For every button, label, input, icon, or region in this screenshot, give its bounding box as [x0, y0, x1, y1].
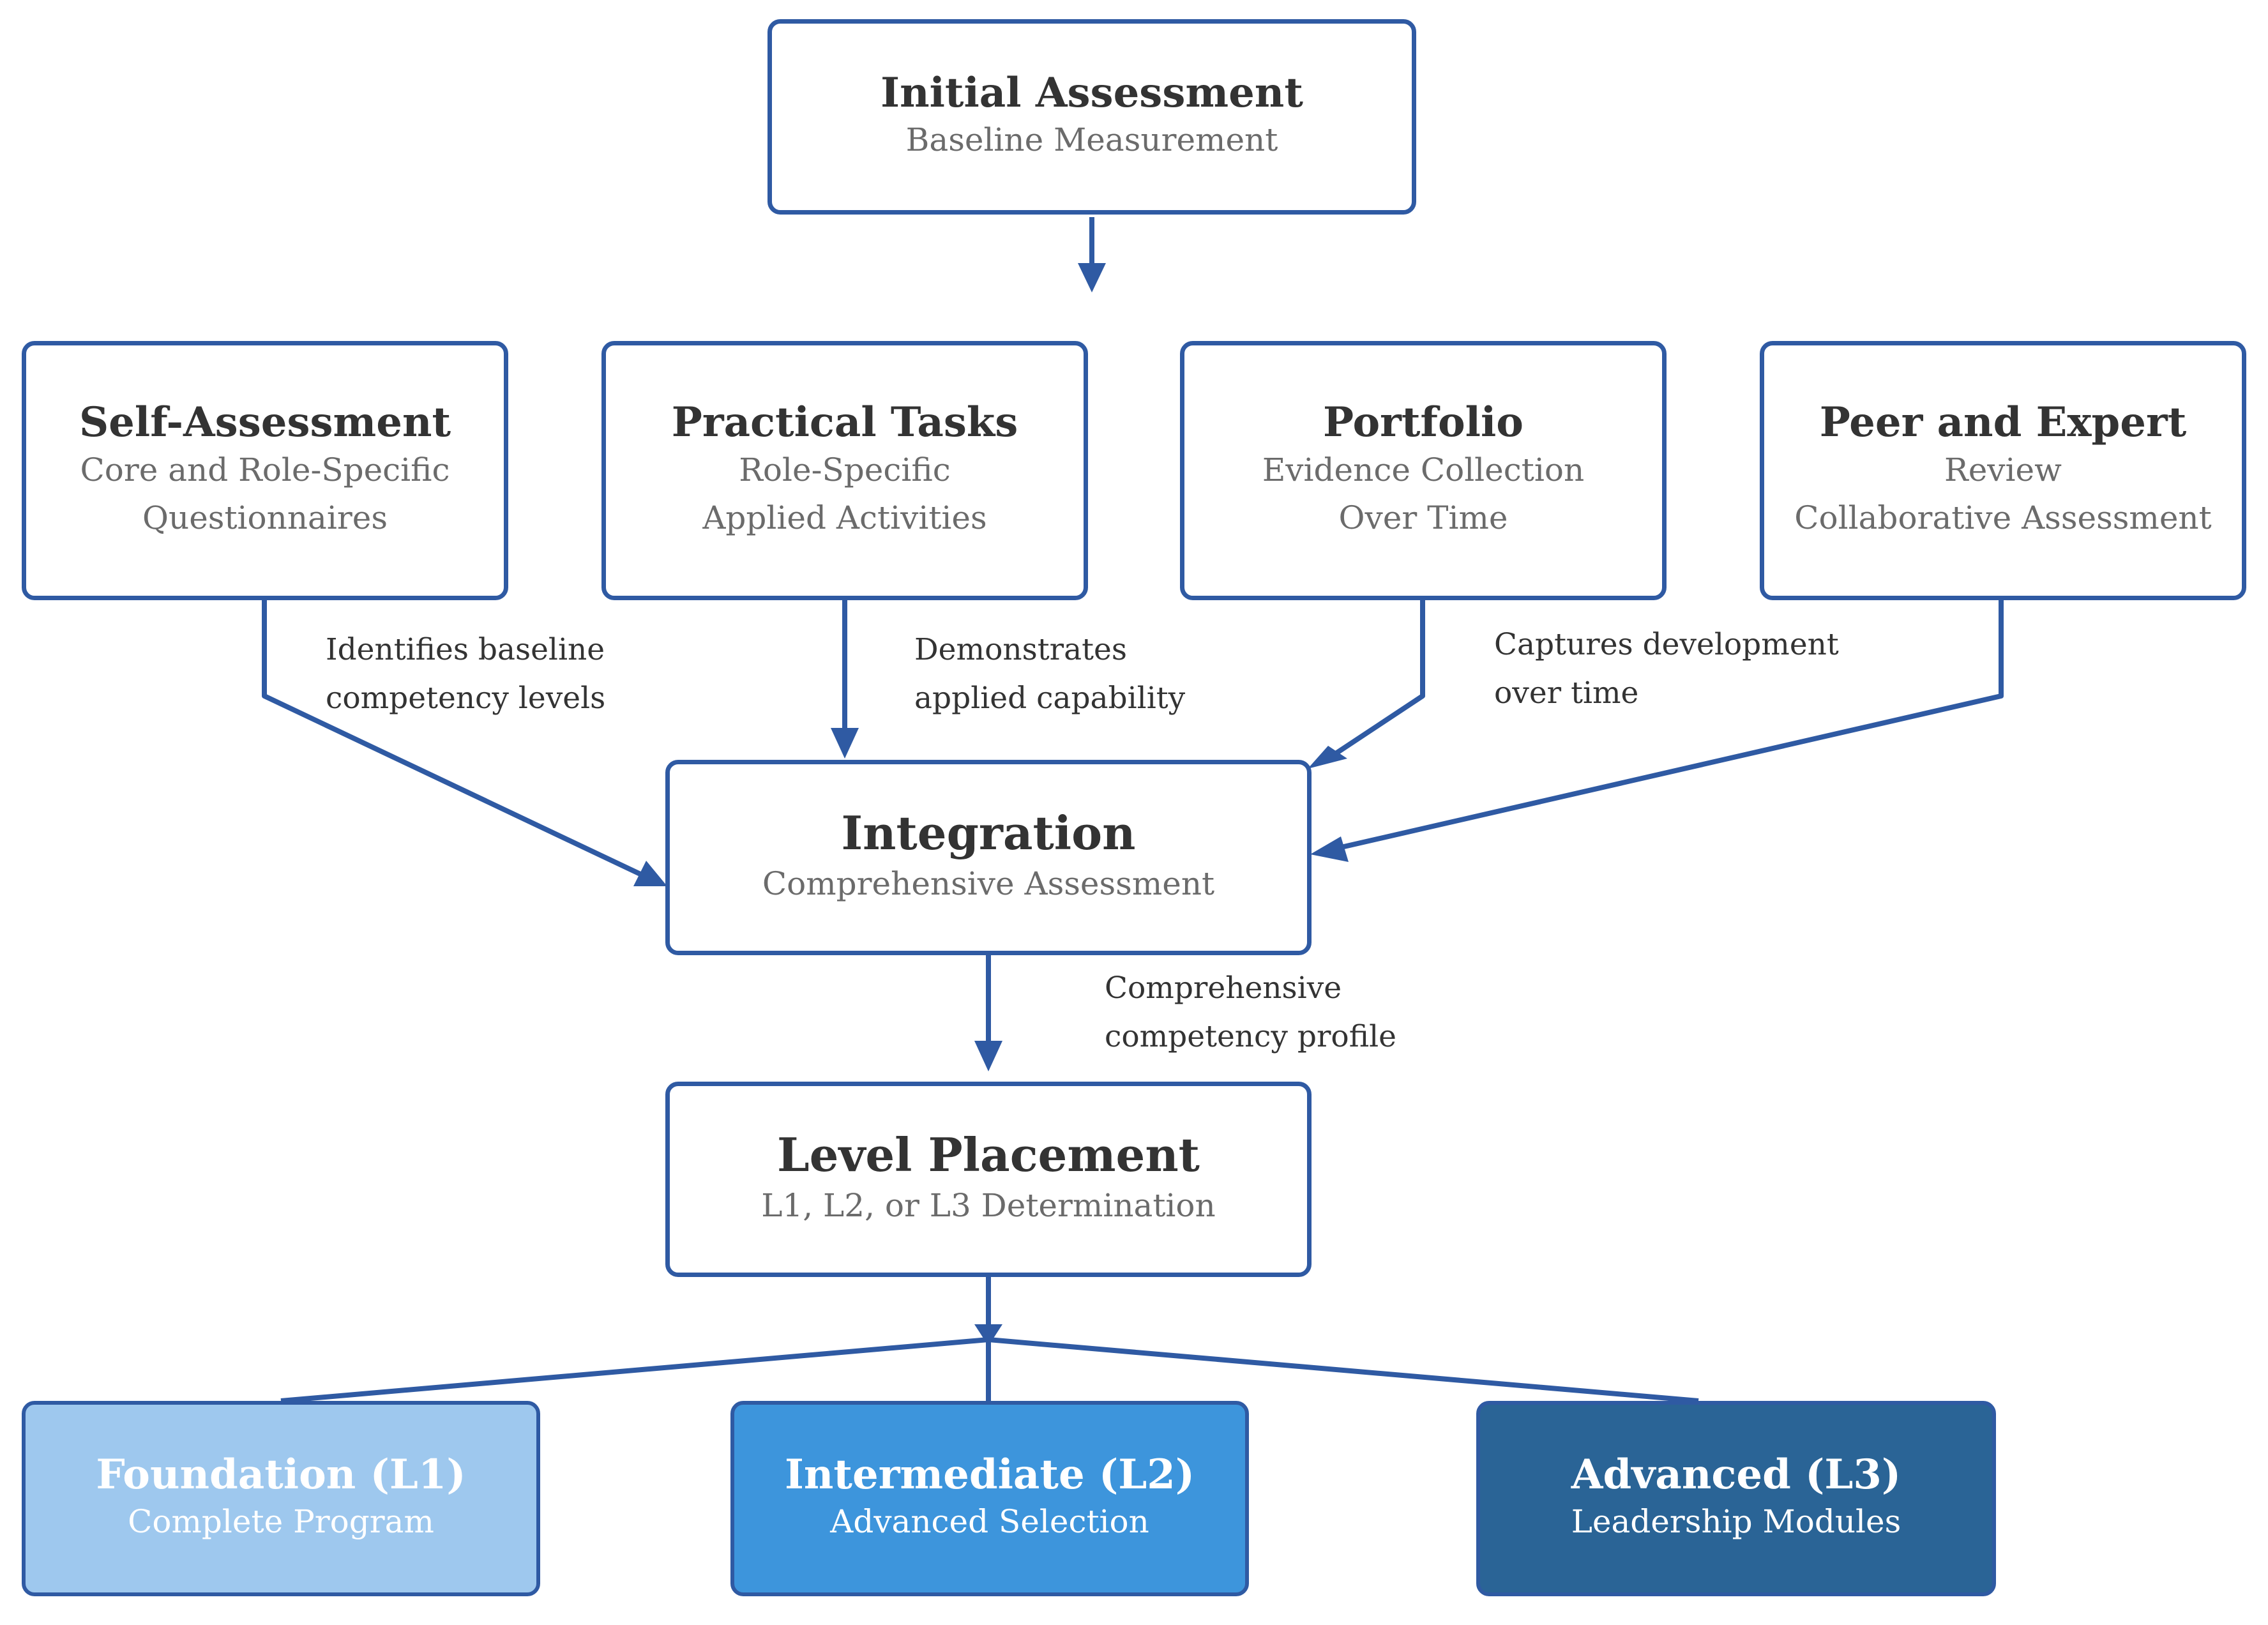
edge-self-to-integration: [262, 600, 643, 877]
node-title: Foundation (L1): [96, 1450, 466, 1499]
edge-split-to-l3: [988, 1337, 1699, 1403]
node-subtitle: Complete Program: [128, 1503, 434, 1541]
node-level-placement: Level Placement L1, L2, or L3 Determinat…: [665, 1082, 1312, 1277]
edge-peer-to-integration: [1338, 600, 2004, 850]
node-initial-assessment: Initial Assessment Baseline Measurement: [767, 19, 1416, 215]
node-foundation-l1: Foundation (L1) Complete Program: [22, 1401, 540, 1596]
node-subtitle: Comprehensive Assessment: [762, 865, 1215, 902]
node-integration: Integration Comprehensive Assessment: [665, 760, 1312, 955]
node-title: Portfolio: [1323, 398, 1523, 447]
arrowhead-placement: [974, 1324, 1002, 1346]
arrowhead-self: [633, 861, 667, 886]
node-title: Advanced (L3): [1571, 1450, 1901, 1499]
arrowhead-initial: [1078, 263, 1106, 292]
arrowhead-integration: [974, 1041, 1002, 1071]
node-subtitle: Core and Role-Specific Questionnaires: [80, 451, 450, 536]
node-self-assessment: Self-Assessment Core and Role-Specific Q…: [22, 341, 508, 600]
node-peer-and-expert: Peer and Expert Review Collaborative Ass…: [1760, 341, 2246, 600]
edge-label-practical-to-integration: Demonstrates applied capability: [914, 632, 1186, 716]
node-subtitle: L1, L2, or L3 Determination: [761, 1186, 1216, 1224]
node-subtitle: Review Collaborative Assessment: [1794, 451, 2212, 536]
node-subtitle: Evidence Collection Over Time: [1262, 451, 1585, 536]
arrowhead-peer: [1310, 836, 1349, 862]
node-subtitle: Role-Specific Applied Activities: [702, 451, 987, 536]
node-advanced-l3: Advanced (L3) Leadership Modules: [1476, 1401, 1996, 1596]
node-title: Initial Assessment: [881, 68, 1303, 117]
node-practical-tasks: Practical Tasks Role-Specific Applied Ac…: [601, 341, 1088, 600]
edge-label-portfolio-to-integration: Captures development over time: [1494, 627, 1839, 711]
node-title: Level Placement: [777, 1128, 1200, 1183]
node-subtitle: Baseline Measurement: [905, 121, 1278, 159]
node-title: Integration: [841, 806, 1136, 861]
edge-label-integration-to-placement: Comprehensive competency profile: [1105, 971, 1396, 1055]
edge-portfolio-to-integration: [1326, 600, 1425, 761]
node-title: Self-Assessment: [79, 398, 451, 447]
node-portfolio: Portfolio Evidence Collection Over Time: [1180, 341, 1667, 600]
edge-split-to-l1: [280, 1337, 989, 1403]
node-title: Intermediate (L2): [784, 1450, 1195, 1499]
node-subtitle: Leadership Modules: [1571, 1503, 1901, 1541]
arrowhead-portfolio: [1308, 746, 1347, 769]
node-title: Peer and Expert: [1819, 398, 2187, 447]
node-title: Practical Tasks: [671, 398, 1018, 447]
node-subtitle: Advanced Selection: [830, 1503, 1149, 1541]
edge-label-self-to-integration: Identifies baseline competency levels: [326, 632, 606, 716]
node-intermediate-l2: Intermediate (L2) Advanced Selection: [730, 1401, 1249, 1596]
arrowhead-practical: [831, 728, 859, 759]
